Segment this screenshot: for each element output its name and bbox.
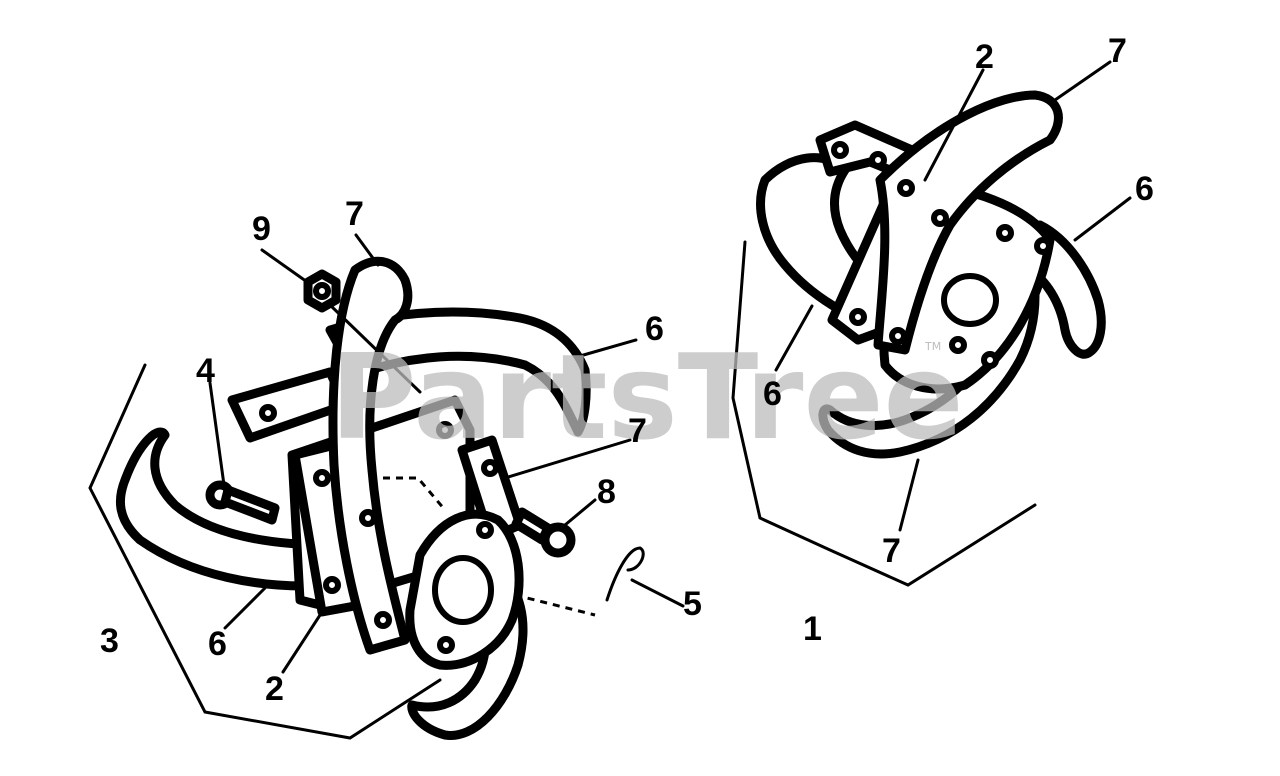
left-assembly-bracket <box>88 363 442 740</box>
callout-left-tine-top: 7 <box>345 195 364 233</box>
callout-nut: 9 <box>252 210 271 248</box>
callout-right-tine-left: 6 <box>763 375 782 413</box>
right-tine-top <box>873 90 1063 355</box>
right-assembly-bracket <box>731 240 1037 587</box>
callout-left-mount-plate: 2 <box>265 670 284 708</box>
nut <box>303 269 341 313</box>
hairpin-clip <box>605 546 645 602</box>
callout-left-tine-lower-right: 7 <box>628 412 647 450</box>
left-tine-upper-right <box>325 307 591 437</box>
clevis-pin <box>205 480 280 525</box>
right-tine-assembly <box>731 60 1132 587</box>
callout-bolt: 8 <box>597 473 616 511</box>
watermark: PartsTree <box>330 328 964 466</box>
callout-right-tine-top: 7 <box>1108 32 1127 70</box>
right-hub-bore <box>941 273 999 327</box>
watermark-trademark: TM <box>924 340 941 353</box>
left-tine-main <box>328 256 413 655</box>
bolt <box>511 507 576 558</box>
left-hub-bore <box>432 555 494 625</box>
callout-assembly-3: 3 <box>100 622 119 660</box>
callout-pin: 4 <box>196 352 215 390</box>
callout-assembly-1: 1 <box>803 610 822 648</box>
callout-right-mount-plate: 2 <box>975 38 994 76</box>
left-tine-assembly <box>88 233 685 740</box>
callout-right-tine-right: 6 <box>1135 170 1154 208</box>
left-flat-arm <box>227 367 350 443</box>
callout-left-tine-right: 6 <box>645 310 664 348</box>
callout-clip: 5 <box>683 585 702 623</box>
left-tine-lower-left <box>115 427 335 591</box>
callout-right-tine-bottom: 7 <box>882 532 901 570</box>
callout-left-tine-left: 6 <box>208 625 227 663</box>
